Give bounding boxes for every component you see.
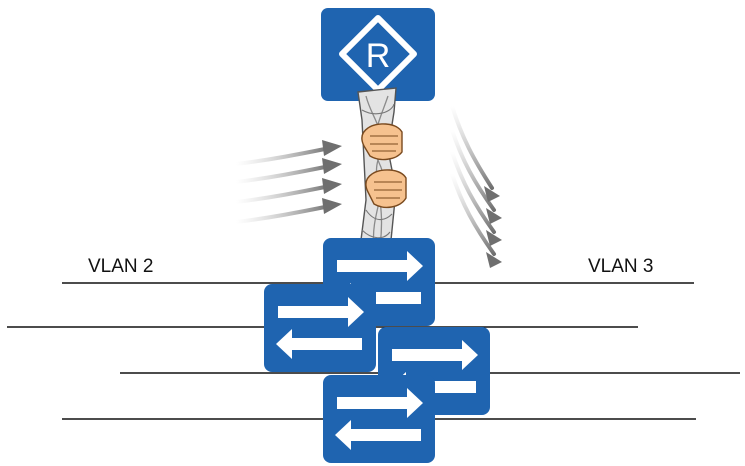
hand-icon (361, 123, 403, 161)
vlan-3-label: VLAN 3 (588, 256, 654, 277)
router-icon: R (321, 8, 435, 101)
motion-arrow-icon (484, 186, 502, 268)
svg-text:R: R (366, 37, 391, 75)
switch-icon (264, 284, 376, 372)
motion-arrow-icon (322, 140, 342, 214)
switch-icon (323, 375, 435, 463)
twisted-cable-icon (357, 87, 397, 251)
motion-arrow-icon (234, 146, 332, 224)
hand-icon (365, 169, 407, 209)
vlan-2-label: VLAN 2 (88, 256, 154, 277)
